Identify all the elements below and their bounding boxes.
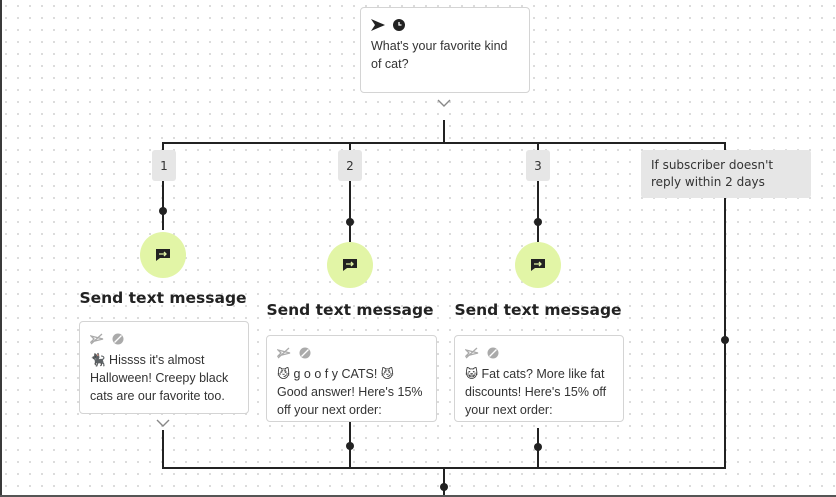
sms-icon — [531, 259, 545, 271]
skip-icon — [112, 333, 124, 345]
action-title-1: Send text message — [79, 289, 247, 307]
node-dot — [534, 218, 542, 226]
chevron-down-icon[interactable] — [437, 99, 451, 107]
message-card-3[interactable]: 😺 Fat cats? More like fat discounts! Her… — [454, 335, 624, 422]
send-icon — [371, 19, 385, 31]
node-dot — [159, 207, 167, 215]
action-title-2: Send text message — [266, 301, 434, 319]
clock-icon — [393, 19, 405, 31]
action-node-2[interactable] — [327, 242, 373, 288]
sms-icon — [156, 249, 170, 261]
node-dot — [440, 483, 448, 491]
branch-split-line — [162, 120, 726, 150]
sms-icon — [343, 259, 357, 271]
message-text: 😼 g o o f y CATS! 😼 Good answer! Here's … — [277, 367, 423, 417]
branch-badge-3[interactable]: 3 — [526, 150, 550, 181]
canvas-edge — [0, 495, 836, 497]
chevron-down-icon[interactable] — [156, 419, 170, 427]
question-text: What's your favorite kind of cat? — [371, 39, 508, 71]
action-node-1[interactable] — [140, 232, 186, 278]
message-text: 😺 Fat cats? More like fat discounts! Her… — [465, 367, 607, 417]
smart-sending-off-icon — [90, 333, 104, 345]
action-node-3[interactable] — [515, 242, 561, 288]
branch-badge-2[interactable]: 2 — [338, 150, 362, 181]
canvas-edge — [0, 0, 2, 497]
no-reply-branch[interactable]: If subscriber doesn't reply within 2 day… — [641, 150, 811, 198]
branch-badge-1[interactable]: 1 — [152, 150, 176, 181]
skip-icon — [299, 347, 311, 359]
smart-sending-off-icon — [465, 347, 479, 359]
question-card[interactable]: What's your favorite kind of cat? — [360, 7, 530, 93]
node-dot — [346, 442, 354, 450]
message-card-1[interactable]: 🐈‍⬛ Hissss it's almost Halloween! Creepy… — [79, 321, 249, 414]
action-title-3: Send text message — [454, 301, 622, 319]
node-dot — [721, 336, 729, 344]
smart-sending-off-icon — [277, 347, 291, 359]
message-card-2[interactable]: 😼 g o o f y CATS! 😼 Good answer! Here's … — [266, 335, 437, 422]
skip-icon — [487, 347, 499, 359]
branch-lines — [162, 181, 539, 242]
node-dot — [534, 443, 542, 451]
node-dot — [346, 218, 354, 226]
message-text: 🐈‍⬛ Hissss it's almost Halloween! Creepy… — [90, 353, 229, 403]
